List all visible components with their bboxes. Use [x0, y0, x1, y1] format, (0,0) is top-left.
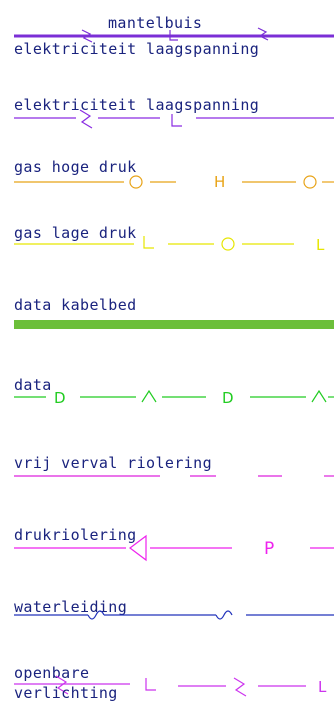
lighting-l-letter: L [318, 678, 327, 696]
gas-low-l-symbol [143, 236, 154, 249]
label-drukriolering: drukriolering [14, 526, 137, 544]
mantelbuis-zigzag-symbol [81, 29, 93, 43]
label-openbare: openbare [14, 664, 89, 682]
label-elektriciteit-laagspanning: elektriciteit laagspanning [14, 96, 259, 114]
mantelbuis-l-symbol [169, 30, 178, 41]
elec-zigzag-symbol [79, 109, 93, 129]
label-verlichting: verlichting [14, 684, 118, 702]
gas-high-circle-symbol-2 [303, 175, 317, 189]
label-mantelbuis-sub: elektriciteit laagspanning [14, 40, 259, 58]
label-mantelbuis: mantelbuis [108, 14, 202, 32]
legend-row-data-kabelbed: data kabelbed [14, 296, 334, 329]
label-gas-lage-druk: gas lage druk [14, 224, 137, 242]
legend-row-elektriciteit-laagspanning: elektriciteit laagspanning [14, 96, 334, 129]
mantelbuis-zigzag-symbol-2 [257, 27, 269, 41]
legend-row-gas-lage-druk: gas lage druk L [14, 224, 325, 254]
legend-row-vrij-verval-riolering: vrij verval riolering [14, 454, 334, 477]
data-d-symbol: D [54, 389, 66, 407]
legend-row-gas-hoge-druk: gas hoge druk H [14, 158, 334, 191]
data-kabelbed-bar [14, 320, 334, 329]
gas-high-circle-symbol [129, 175, 143, 189]
elec-l-symbol [171, 114, 182, 127]
gas-low-circle-symbol [221, 237, 235, 251]
label-gas-hoge-druk: gas hoge druk [14, 158, 137, 176]
label-data-kabelbed: data kabelbed [14, 296, 137, 314]
data-d-symbol-2: D [222, 389, 234, 407]
label-data: data [14, 376, 52, 394]
legend-row-waterleiding: waterleiding [14, 598, 334, 620]
sewer-pressure-p-symbol: P [264, 539, 274, 559]
lighting-zigzag-symbol [55, 675, 69, 695]
gas-high-h-symbol: H [214, 173, 225, 191]
water-wave-symbol-2 [215, 610, 233, 620]
lighting-zigzag-symbol-2 [233, 677, 247, 697]
legend-row-data: data D D [14, 376, 334, 407]
data-caret-symbol [141, 389, 157, 403]
label-vrij-verval-riolering: vrij verval riolering [14, 454, 212, 472]
sewer-pressure-triangle-symbol [129, 534, 147, 562]
data-caret-symbol-2 [311, 389, 327, 403]
legend-row-mantelbuis: mantelbuis elektriciteit laagspanning [14, 14, 334, 58]
lighting-l-symbol [145, 678, 156, 691]
legend-row-drukriolering: drukriolering P [14, 526, 334, 562]
gas-low-l-letter: L [316, 236, 325, 254]
legend-row-openbare-verlichting: openbare verlichting L [14, 664, 327, 702]
water-wave-symbol [87, 610, 105, 620]
label-waterleiding: waterleiding [14, 598, 127, 616]
